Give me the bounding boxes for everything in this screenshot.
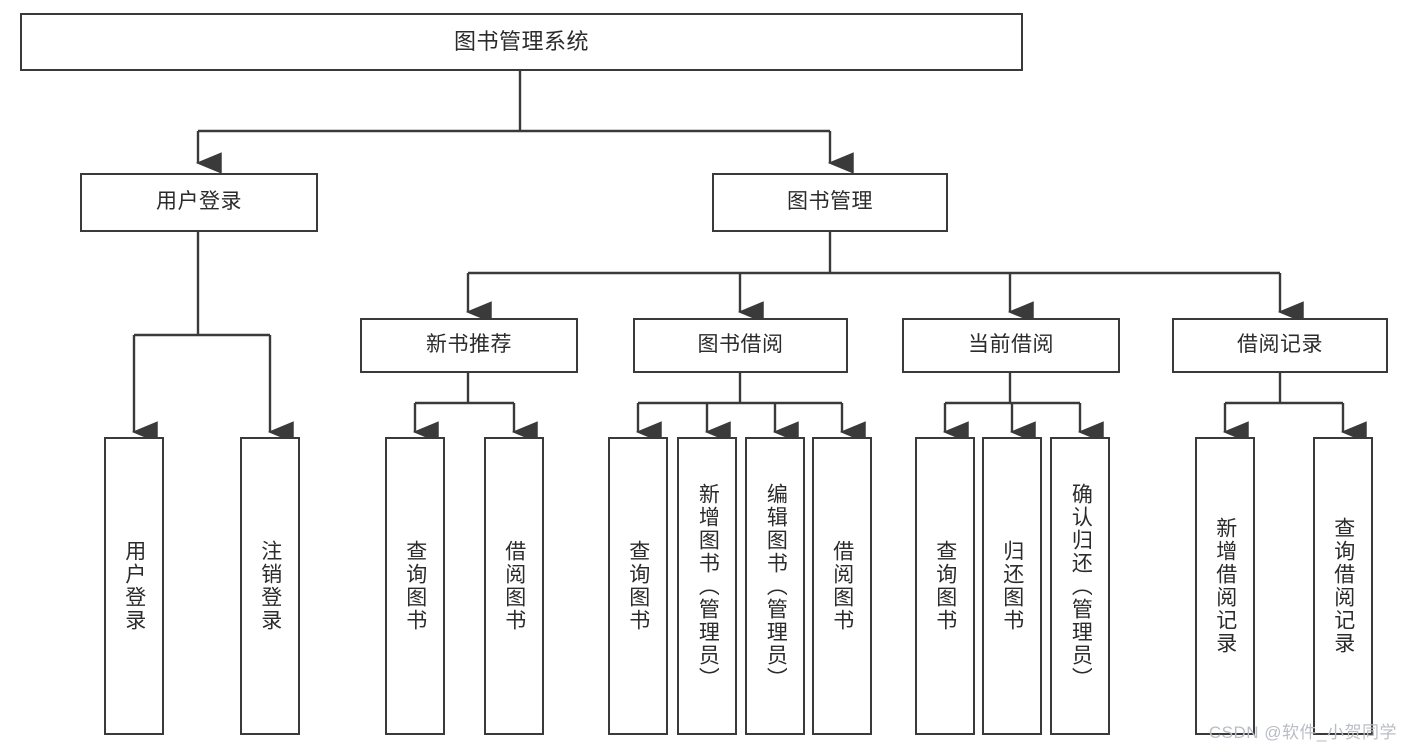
node-label: 注销登录 xyxy=(258,540,282,632)
node-label: 图书管理 xyxy=(787,190,873,214)
node-label: 用户登录 xyxy=(122,540,146,632)
leaf-user-login-logout[interactable]: 注销登录 xyxy=(240,437,300,735)
leaf-book-borrow-edit[interactable]: 编辑图书（管理员） xyxy=(745,437,805,735)
node-label: 当前借阅 xyxy=(968,333,1054,357)
node-label: 编辑图书（管理员） xyxy=(764,482,788,690)
node-label: 查询借阅记录 xyxy=(1331,517,1355,655)
leaf-book-borrow-add[interactable]: 新增图书（管理员） xyxy=(677,437,737,735)
node-label: 归还图书 xyxy=(1000,540,1024,632)
node-root-system[interactable]: 图书管理系统 xyxy=(20,13,1023,71)
node-label: 查询图书 xyxy=(626,540,650,632)
leaf-current-borrow-confirm[interactable]: 确认归还（管理员） xyxy=(1050,437,1110,735)
node-label: 查询图书 xyxy=(933,540,957,632)
watermark-text: CSDN @软件_小贺同学 xyxy=(1208,723,1397,742)
node-label: 借阅图书 xyxy=(830,540,854,632)
leaf-book-borrow-borrow[interactable]: 借阅图书 xyxy=(812,437,872,735)
node-current-borrow[interactable]: 当前借阅 xyxy=(902,318,1120,373)
node-book-borrow[interactable]: 图书借阅 xyxy=(633,318,848,373)
node-label: 借阅记录 xyxy=(1237,333,1323,357)
node-label: 新书推荐 xyxy=(426,333,512,357)
leaf-current-borrow-return[interactable]: 归还图书 xyxy=(982,437,1042,735)
node-label: 图书借阅 xyxy=(697,333,784,357)
node-label: 借阅图书 xyxy=(502,540,526,632)
node-new-book-recommend[interactable]: 新书推荐 xyxy=(360,318,578,373)
node-label: 新增借阅记录 xyxy=(1213,517,1237,655)
leaf-book-borrow-query[interactable]: 查询图书 xyxy=(608,437,668,735)
node-label: 用户登录 xyxy=(156,190,242,214)
node-book-management[interactable]: 图书管理 xyxy=(712,173,948,232)
leaf-current-borrow-query[interactable]: 查询图书 xyxy=(915,437,975,735)
node-label: 确认归还（管理员） xyxy=(1069,482,1093,690)
node-user-login[interactable]: 用户登录 xyxy=(80,173,318,232)
leaf-new-book-query[interactable]: 查询图书 xyxy=(385,437,445,735)
node-label: 图书管理系统 xyxy=(453,29,589,55)
leaf-new-book-borrow[interactable]: 借阅图书 xyxy=(484,437,544,735)
node-borrow-record[interactable]: 借阅记录 xyxy=(1172,318,1388,373)
node-label: 新增图书（管理员） xyxy=(696,482,720,690)
leaf-borrow-record-query[interactable]: 查询借阅记录 xyxy=(1313,437,1373,735)
node-label: 查询图书 xyxy=(403,540,427,632)
leaf-user-login-login[interactable]: 用户登录 xyxy=(104,437,164,735)
leaf-borrow-record-add[interactable]: 新增借阅记录 xyxy=(1195,437,1255,735)
